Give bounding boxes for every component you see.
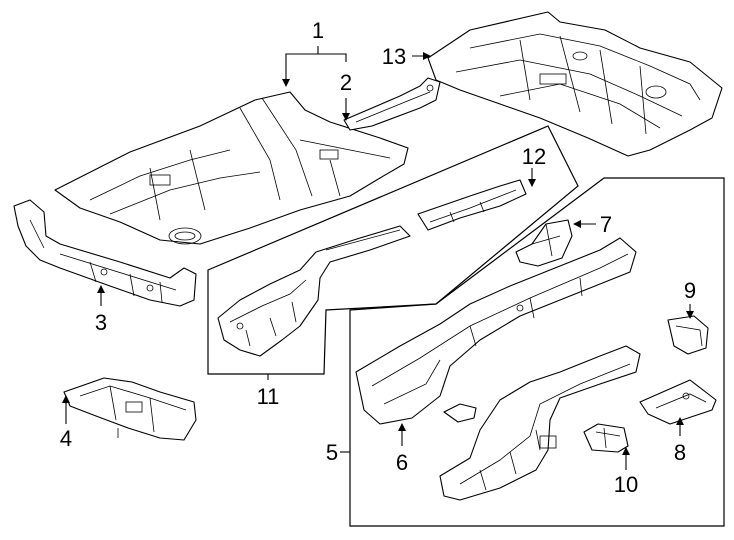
part-2-floor-bracket	[343, 77, 441, 131]
part-11-side-rail	[217, 225, 411, 357]
part-8-bracket-plate	[639, 379, 717, 425]
part-3-crossmember	[13, 199, 197, 307]
part-12-rail-extension	[417, 179, 527, 231]
part-4-seat-bracket	[63, 377, 197, 441]
rear-frame-subassembly	[439, 345, 641, 501]
part-10-bracket	[583, 423, 629, 453]
callout-1: 1	[312, 18, 324, 43]
group-frame-5	[349, 177, 725, 527]
part-7-bracket	[515, 219, 573, 267]
group-frame-11-12	[207, 125, 579, 375]
callout-3: 3	[95, 310, 107, 335]
callout-7: 7	[600, 212, 612, 237]
part-1-front-floor-pan	[54, 91, 409, 245]
callout-9: 9	[684, 278, 696, 303]
callout-11: 11	[257, 384, 280, 409]
callout-10: 10	[614, 472, 638, 497]
part-9-stopper	[667, 315, 709, 355]
callout-2: 2	[340, 70, 352, 95]
callout-4: 4	[60, 426, 72, 451]
callout-8: 8	[674, 440, 686, 465]
leader-lines	[62, 46, 694, 470]
part-6-rear-frame-rail	[355, 237, 637, 425]
callout-12: 12	[522, 144, 546, 169]
part-13-rear-floor-pan	[427, 11, 723, 157]
callout-5: 5	[326, 440, 338, 465]
callout-13: 13	[382, 44, 406, 69]
callout-6: 6	[396, 450, 408, 475]
